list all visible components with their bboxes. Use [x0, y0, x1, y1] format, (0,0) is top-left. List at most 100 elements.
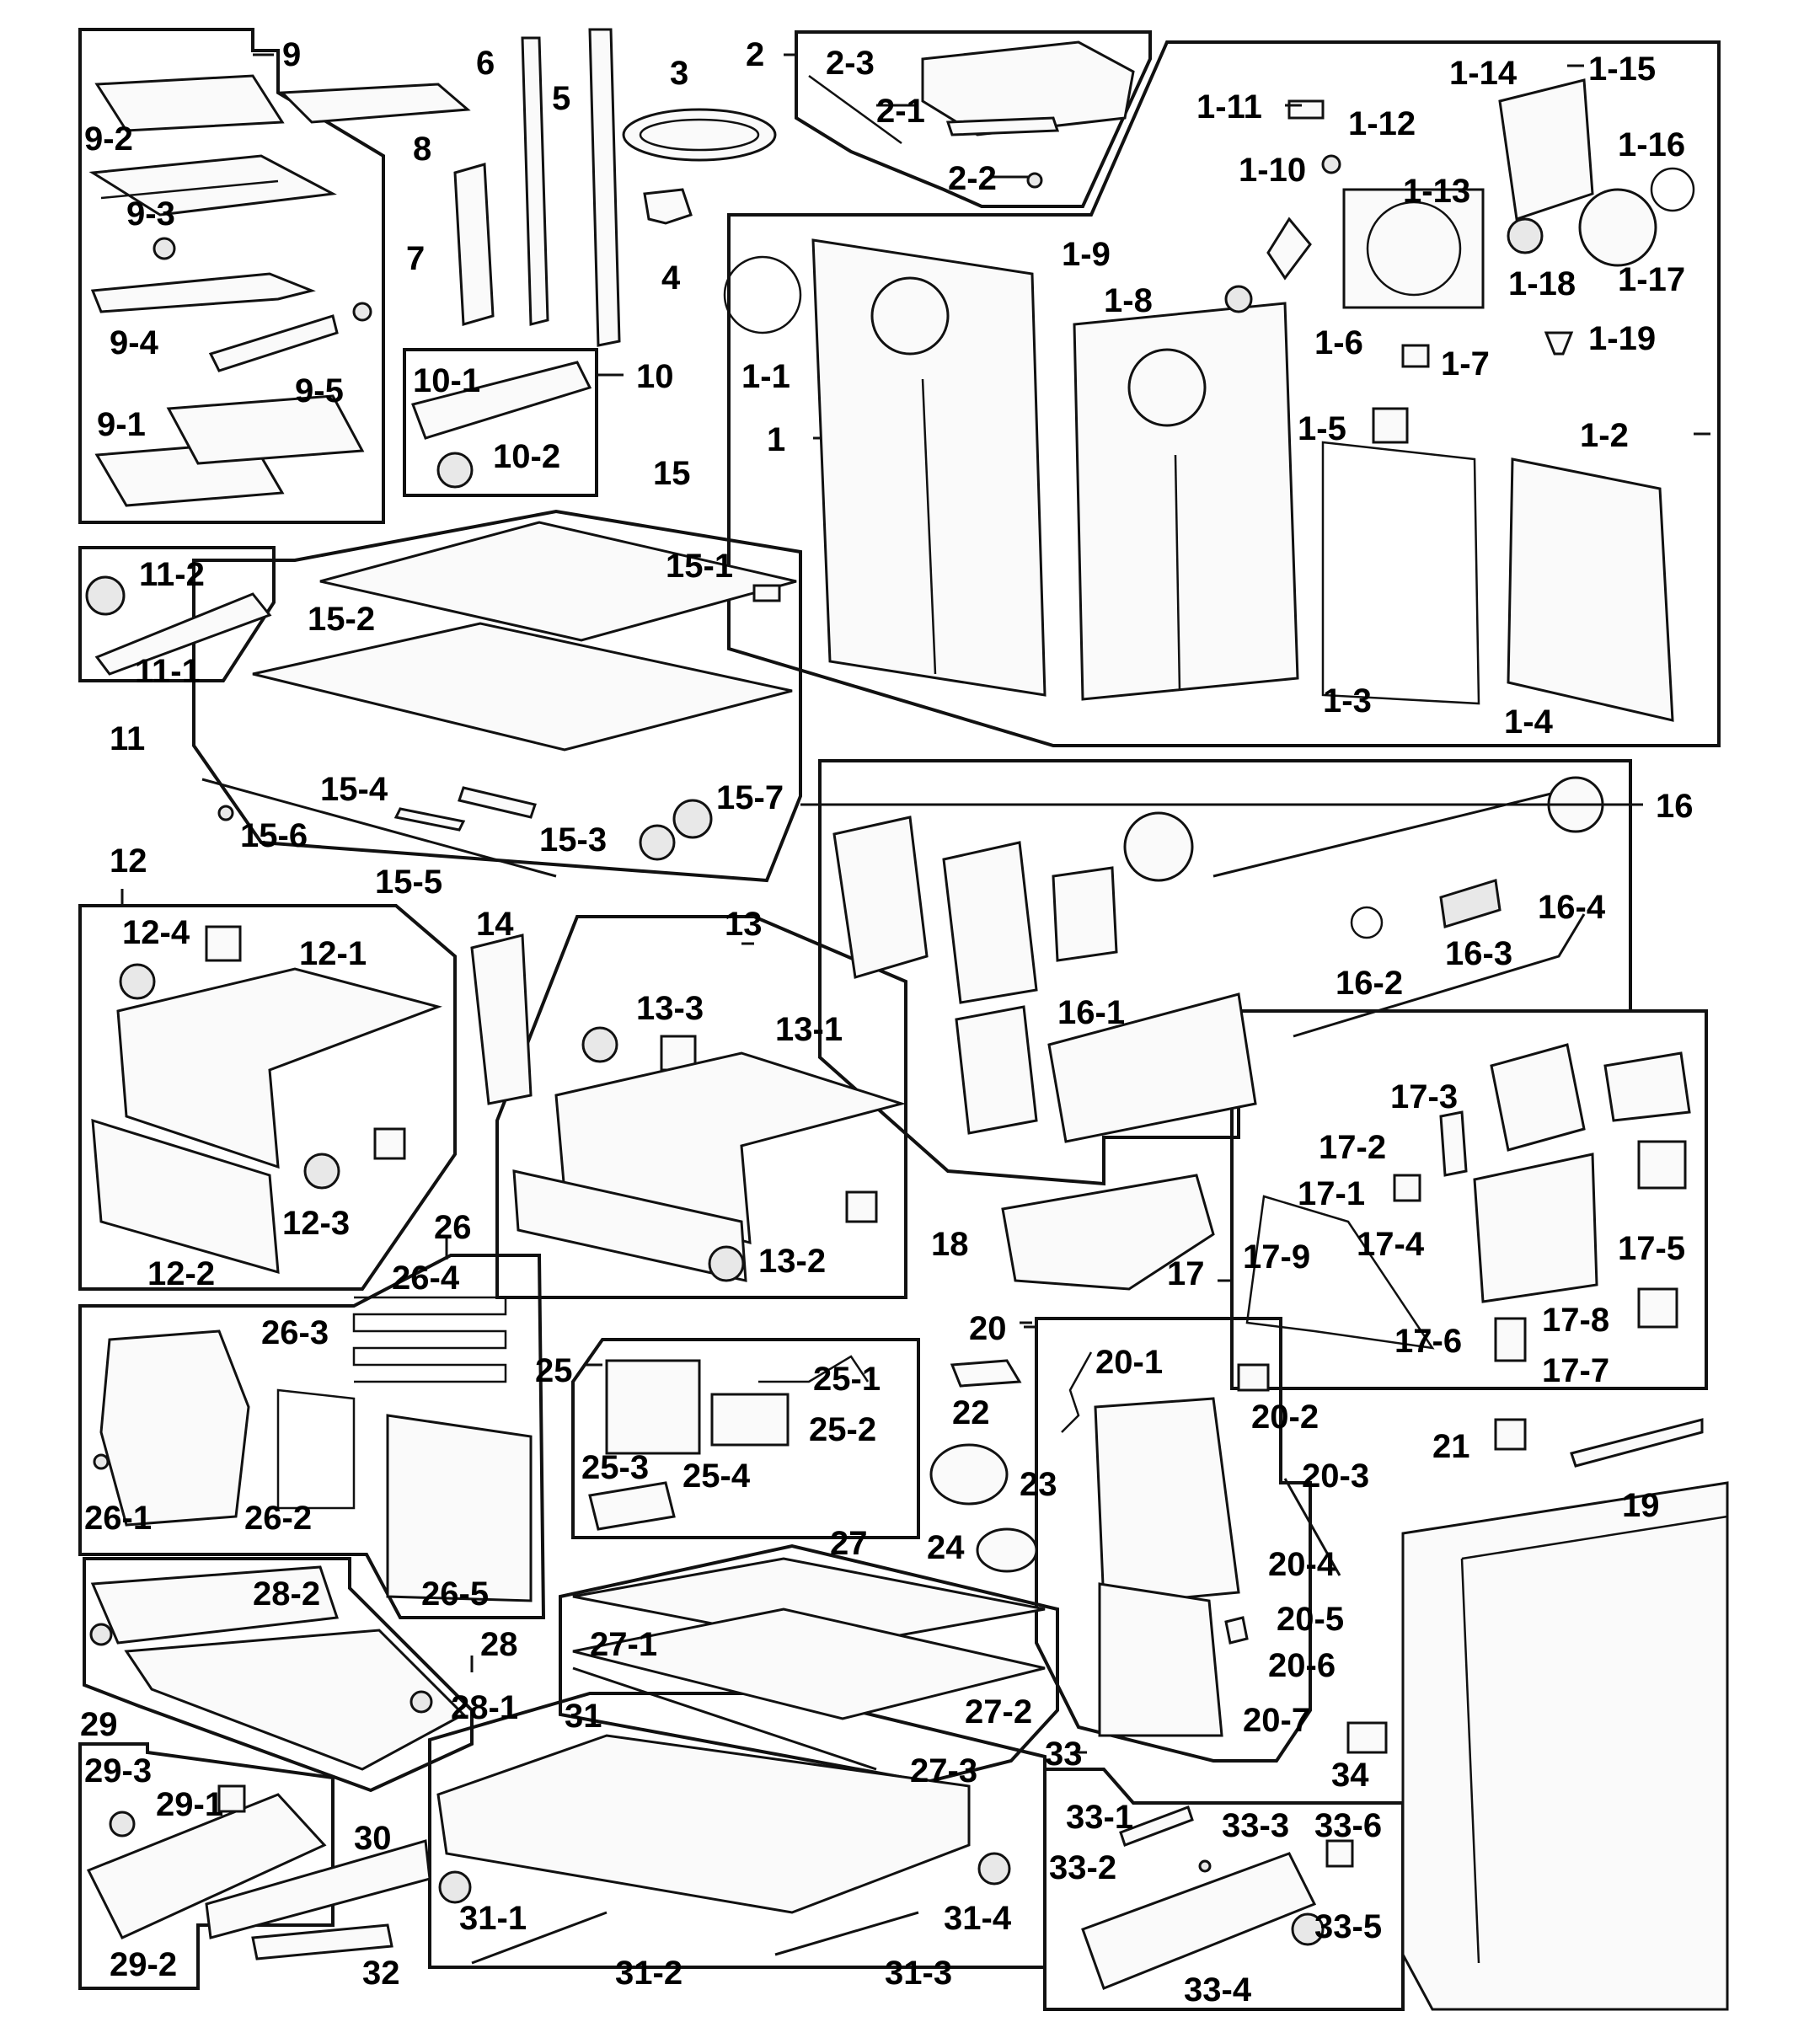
gasket-16-1: [1052, 866, 1118, 962]
label-23: 23: [1020, 1466, 1057, 1503]
shelf-frame-9-2: [88, 154, 337, 217]
label-20-4: 20-4: [1268, 1546, 1336, 1583]
motor-1-17: [1578, 188, 1657, 267]
label-15-7: 15-7: [716, 779, 784, 816]
label-29-1: 29-1: [156, 1786, 223, 1823]
label-17-1: 17-1: [1298, 1175, 1365, 1212]
wheel-11-2: [85, 575, 126, 616]
wheel-13-2: [708, 1245, 745, 1282]
label-30: 30: [354, 1820, 392, 1857]
wheel-31-x: [438, 1870, 472, 1904]
foot-28-1: [410, 1690, 433, 1714]
label-28-1: 28-1: [451, 1689, 518, 1726]
tube-26-3: [276, 1388, 356, 1510]
label-15-5: 15-5: [375, 864, 442, 901]
wheel-12-3: [303, 1153, 340, 1190]
label-27: 27: [830, 1525, 868, 1562]
strip-32: [251, 1923, 393, 1960]
box-11: [78, 546, 276, 682]
harness-17-9: [1245, 1195, 1435, 1350]
label-20: 20: [969, 1310, 1007, 1347]
cover-20-7: [1098, 1582, 1223, 1737]
label-17-4: 17-4: [1357, 1226, 1425, 1263]
label-11: 11: [110, 720, 145, 757]
label-31-4: 31-4: [944, 1900, 1012, 1937]
label-1-19: 1-19: [1588, 320, 1656, 357]
rail-10-1: [411, 361, 592, 440]
label-10-2: 10-2: [493, 438, 560, 475]
label-20-5: 20-5: [1277, 1601, 1344, 1638]
label-29-2: 29-2: [110, 1946, 177, 1983]
rail-15-3: [458, 786, 537, 819]
label-1-7: 1-7: [1441, 345, 1490, 382]
rod-15-5: [201, 778, 557, 878]
filter-cover-3: [622, 108, 777, 162]
screw-9-x: [352, 302, 372, 322]
label-27-3: 27-3: [910, 1752, 977, 1789]
label-17-6: 17-6: [1394, 1323, 1462, 1360]
label-26-4: 26-4: [392, 1260, 460, 1297]
box-26: [78, 1254, 546, 1619]
label-7: 7: [406, 240, 425, 277]
label-17-9: 17-9: [1243, 1238, 1310, 1276]
label-18: 18: [931, 1226, 969, 1263]
box-13: [495, 915, 907, 1299]
glass-sheet-9-top: [94, 74, 285, 132]
label-31-2: 31-2: [615, 1955, 682, 1992]
label-33-6: 33-6: [1314, 1807, 1382, 1844]
label-1-18: 1-18: [1508, 265, 1576, 302]
label-31: 31: [565, 1698, 602, 1735]
label-1-1: 1-1: [741, 358, 790, 395]
label-1-17: 1-17: [1618, 261, 1685, 298]
label-10: 10: [636, 358, 674, 395]
label-17: 17: [1167, 1255, 1205, 1292]
housing-26: [99, 1329, 250, 1527]
box-27: [559, 1543, 1059, 1784]
box-29: [78, 1742, 335, 1990]
label-20-6: 20-6: [1268, 1647, 1336, 1684]
nut-29-3: [109, 1811, 136, 1837]
bin-16-b: [942, 841, 1038, 1004]
label-15-6: 15-6: [240, 817, 308, 854]
rail-31-1: [471, 1911, 608, 1965]
label-5: 5: [552, 80, 570, 117]
label-6: 6: [476, 45, 495, 82]
label-28-2: 28-2: [253, 1575, 320, 1613]
tray-16: [1047, 992, 1257, 1143]
coil-26-4: [352, 1296, 507, 1383]
sensor-17-1: [1393, 1174, 1421, 1202]
wheel-15-7: [672, 799, 713, 839]
label-9-5: 9-5: [295, 372, 344, 409]
label-26-2: 26-2: [244, 1500, 312, 1537]
glass-15: [319, 521, 797, 642]
drawer-12-1: [116, 967, 442, 1169]
label-32: 32: [362, 1955, 400, 1992]
label-13-1: 13-1: [775, 1011, 843, 1048]
box-1: [727, 40, 1721, 747]
label-12-4: 12-4: [122, 914, 190, 951]
bin-16-a: [832, 816, 929, 979]
label-15-4: 15-4: [320, 771, 388, 808]
clip-22: [950, 1359, 1022, 1388]
label-17-8: 17-8: [1542, 1302, 1609, 1339]
front-13-2: [512, 1169, 747, 1282]
icemaker-17-4: [1473, 1153, 1598, 1303]
label-15-3: 15-3: [539, 821, 607, 859]
screw-26-1: [93, 1453, 110, 1470]
label-3: 3: [670, 55, 688, 92]
drawer-31: [436, 1734, 971, 1914]
label-16-2: 16-2: [1336, 965, 1403, 1002]
wheel-10-2: [436, 452, 474, 489]
rod-20-4: [1283, 1478, 1341, 1576]
screw-33-3: [1198, 1859, 1212, 1873]
grille-1-16: [1650, 167, 1695, 212]
shelf-9-5: [166, 394, 365, 465]
trim-27-3: [572, 1666, 877, 1771]
label-19: 19: [1622, 1487, 1660, 1524]
label-11-1: 11-1: [135, 653, 201, 690]
label-29-3: 29-3: [84, 1752, 152, 1789]
wire-25-1: [758, 1355, 870, 1383]
clip-29-1: [217, 1784, 246, 1813]
rail-15-4: [393, 807, 466, 832]
relay-17-5: [1637, 1140, 1687, 1190]
